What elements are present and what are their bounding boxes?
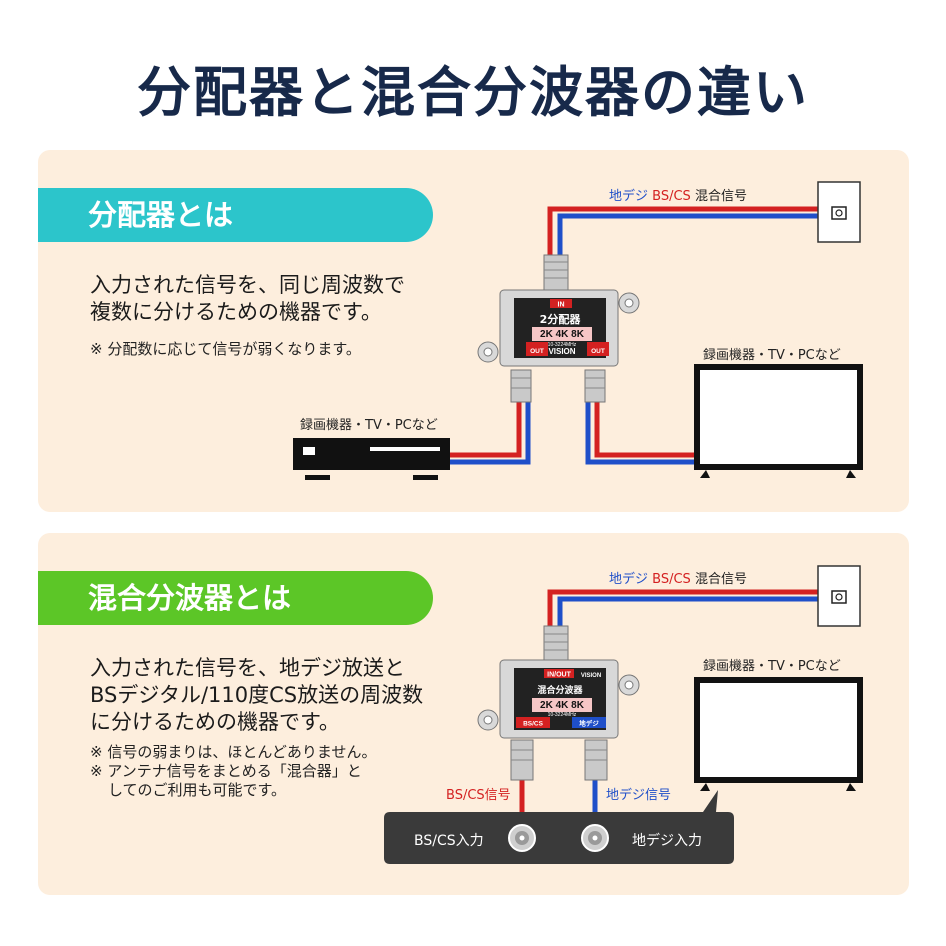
- diplexer-description-line: BSデジタル/110度CS放送の周波数: [90, 683, 424, 707]
- diplexer-device-name: 混合分波器: [537, 684, 583, 696]
- mixed-label: 混合信号: [694, 572, 747, 587]
- splitter-description-line: 入力された信号を、同じ周波数で: [90, 273, 405, 297]
- splitter-note: ※ 分配数に応じて信号が弱くなります。: [90, 340, 361, 358]
- wall-outlet-icon: [817, 565, 861, 627]
- diplexer-out-right: 地デジ: [579, 719, 599, 728]
- diplexer-device: IN/OUT VISION 混合分波器 2K 4K 8K 10-3224MHz …: [477, 625, 640, 781]
- splitter-device-name: 2分配器: [540, 312, 582, 326]
- bscs-input-label: BS/CS入力: [414, 833, 484, 849]
- splitter-description: 入力された信号を、同じ周波数で 複数に分けるための機器です。: [90, 272, 405, 326]
- splitter-brand: VISION: [548, 347, 575, 356]
- splitter-wiring: [450, 206, 818, 465]
- splitter-signal-label: 地デジ BS/CS 混合信号: [609, 185, 747, 204]
- diplexer-device-freq: 10-3224MHz: [548, 712, 577, 718]
- mixed-label: 混合信号: [694, 189, 747, 204]
- diplexer-note: してのご利用も可能です。: [108, 781, 287, 799]
- digital-label: 地デジ: [609, 189, 649, 204]
- diplexer-brand: VISION: [581, 673, 601, 679]
- splitter-out-right: OUT: [591, 348, 605, 355]
- digital-cable-label: 地デジ信号: [606, 788, 672, 803]
- tv-icon: [694, 677, 863, 791]
- diplexer-signal-label: 地デジ BS/CS 混合信号: [609, 568, 747, 587]
- diplexer-inout-label: IN/OUT: [547, 672, 571, 679]
- diplexer-notes: ※ 信号の弱まりは、ほとんどありません。 ※ アンテナ信号をまとめる「混合器」と…: [90, 743, 376, 800]
- splitter-out-left: OUT: [530, 348, 544, 355]
- tv-icon: [694, 364, 863, 478]
- bscs-cable-label: BS/CS信号: [446, 788, 511, 803]
- input-box: [384, 790, 734, 864]
- diplexer-out-left: BS/CS: [523, 721, 544, 728]
- splitter-device-spec: 2K 4K 8K: [540, 329, 585, 340]
- splitter-description-line: 複数に分けるための機器です。: [90, 300, 382, 324]
- digital-label: 地デジ: [609, 572, 649, 587]
- diplexer-note: ※ アンテナ信号をまとめる「混合器」と: [90, 762, 362, 780]
- diplexer-device-spec: 2K 4K 8K: [540, 700, 585, 711]
- tv-label: 録画機器・TV・PCなど: [703, 348, 841, 363]
- diplexer-note: ※ 信号の弱まりは、ほとんどありません。: [90, 743, 377, 761]
- recorder-icon: [293, 438, 450, 480]
- diplexer-description-line: に分けるための機器です。: [90, 710, 340, 734]
- diplexer-description: 入力された信号を、地デジ放送と BSデジタル/110度CS放送の周波数 に分ける…: [90, 655, 423, 736]
- splitter-in-label: IN: [558, 302, 565, 309]
- digital-input-label: 地デジ入力: [632, 833, 702, 849]
- diplexer-description-line: 入力された信号を、地デジ放送と: [90, 656, 405, 680]
- tv-label: 録画機器・TV・PCなど: [703, 659, 841, 674]
- bscs-label: BS/CS: [652, 572, 691, 587]
- recorder-label: 録画機器・TV・PCなど: [300, 418, 438, 433]
- bscs-label: BS/CS: [652, 189, 691, 204]
- splitter-heading: 分配器とは: [38, 188, 433, 242]
- diplexer-heading: 混合分波器とは: [38, 571, 433, 625]
- wall-outlet-icon: [817, 181, 861, 243]
- splitter-device: IN 2分配器 2K 4K 8K 10-3224MHz OUT VISION O…: [477, 254, 640, 403]
- page-title: 分配器と混合分波器の違い: [137, 61, 809, 124]
- splitter-device-freq: 10-3224MHz: [548, 342, 577, 348]
